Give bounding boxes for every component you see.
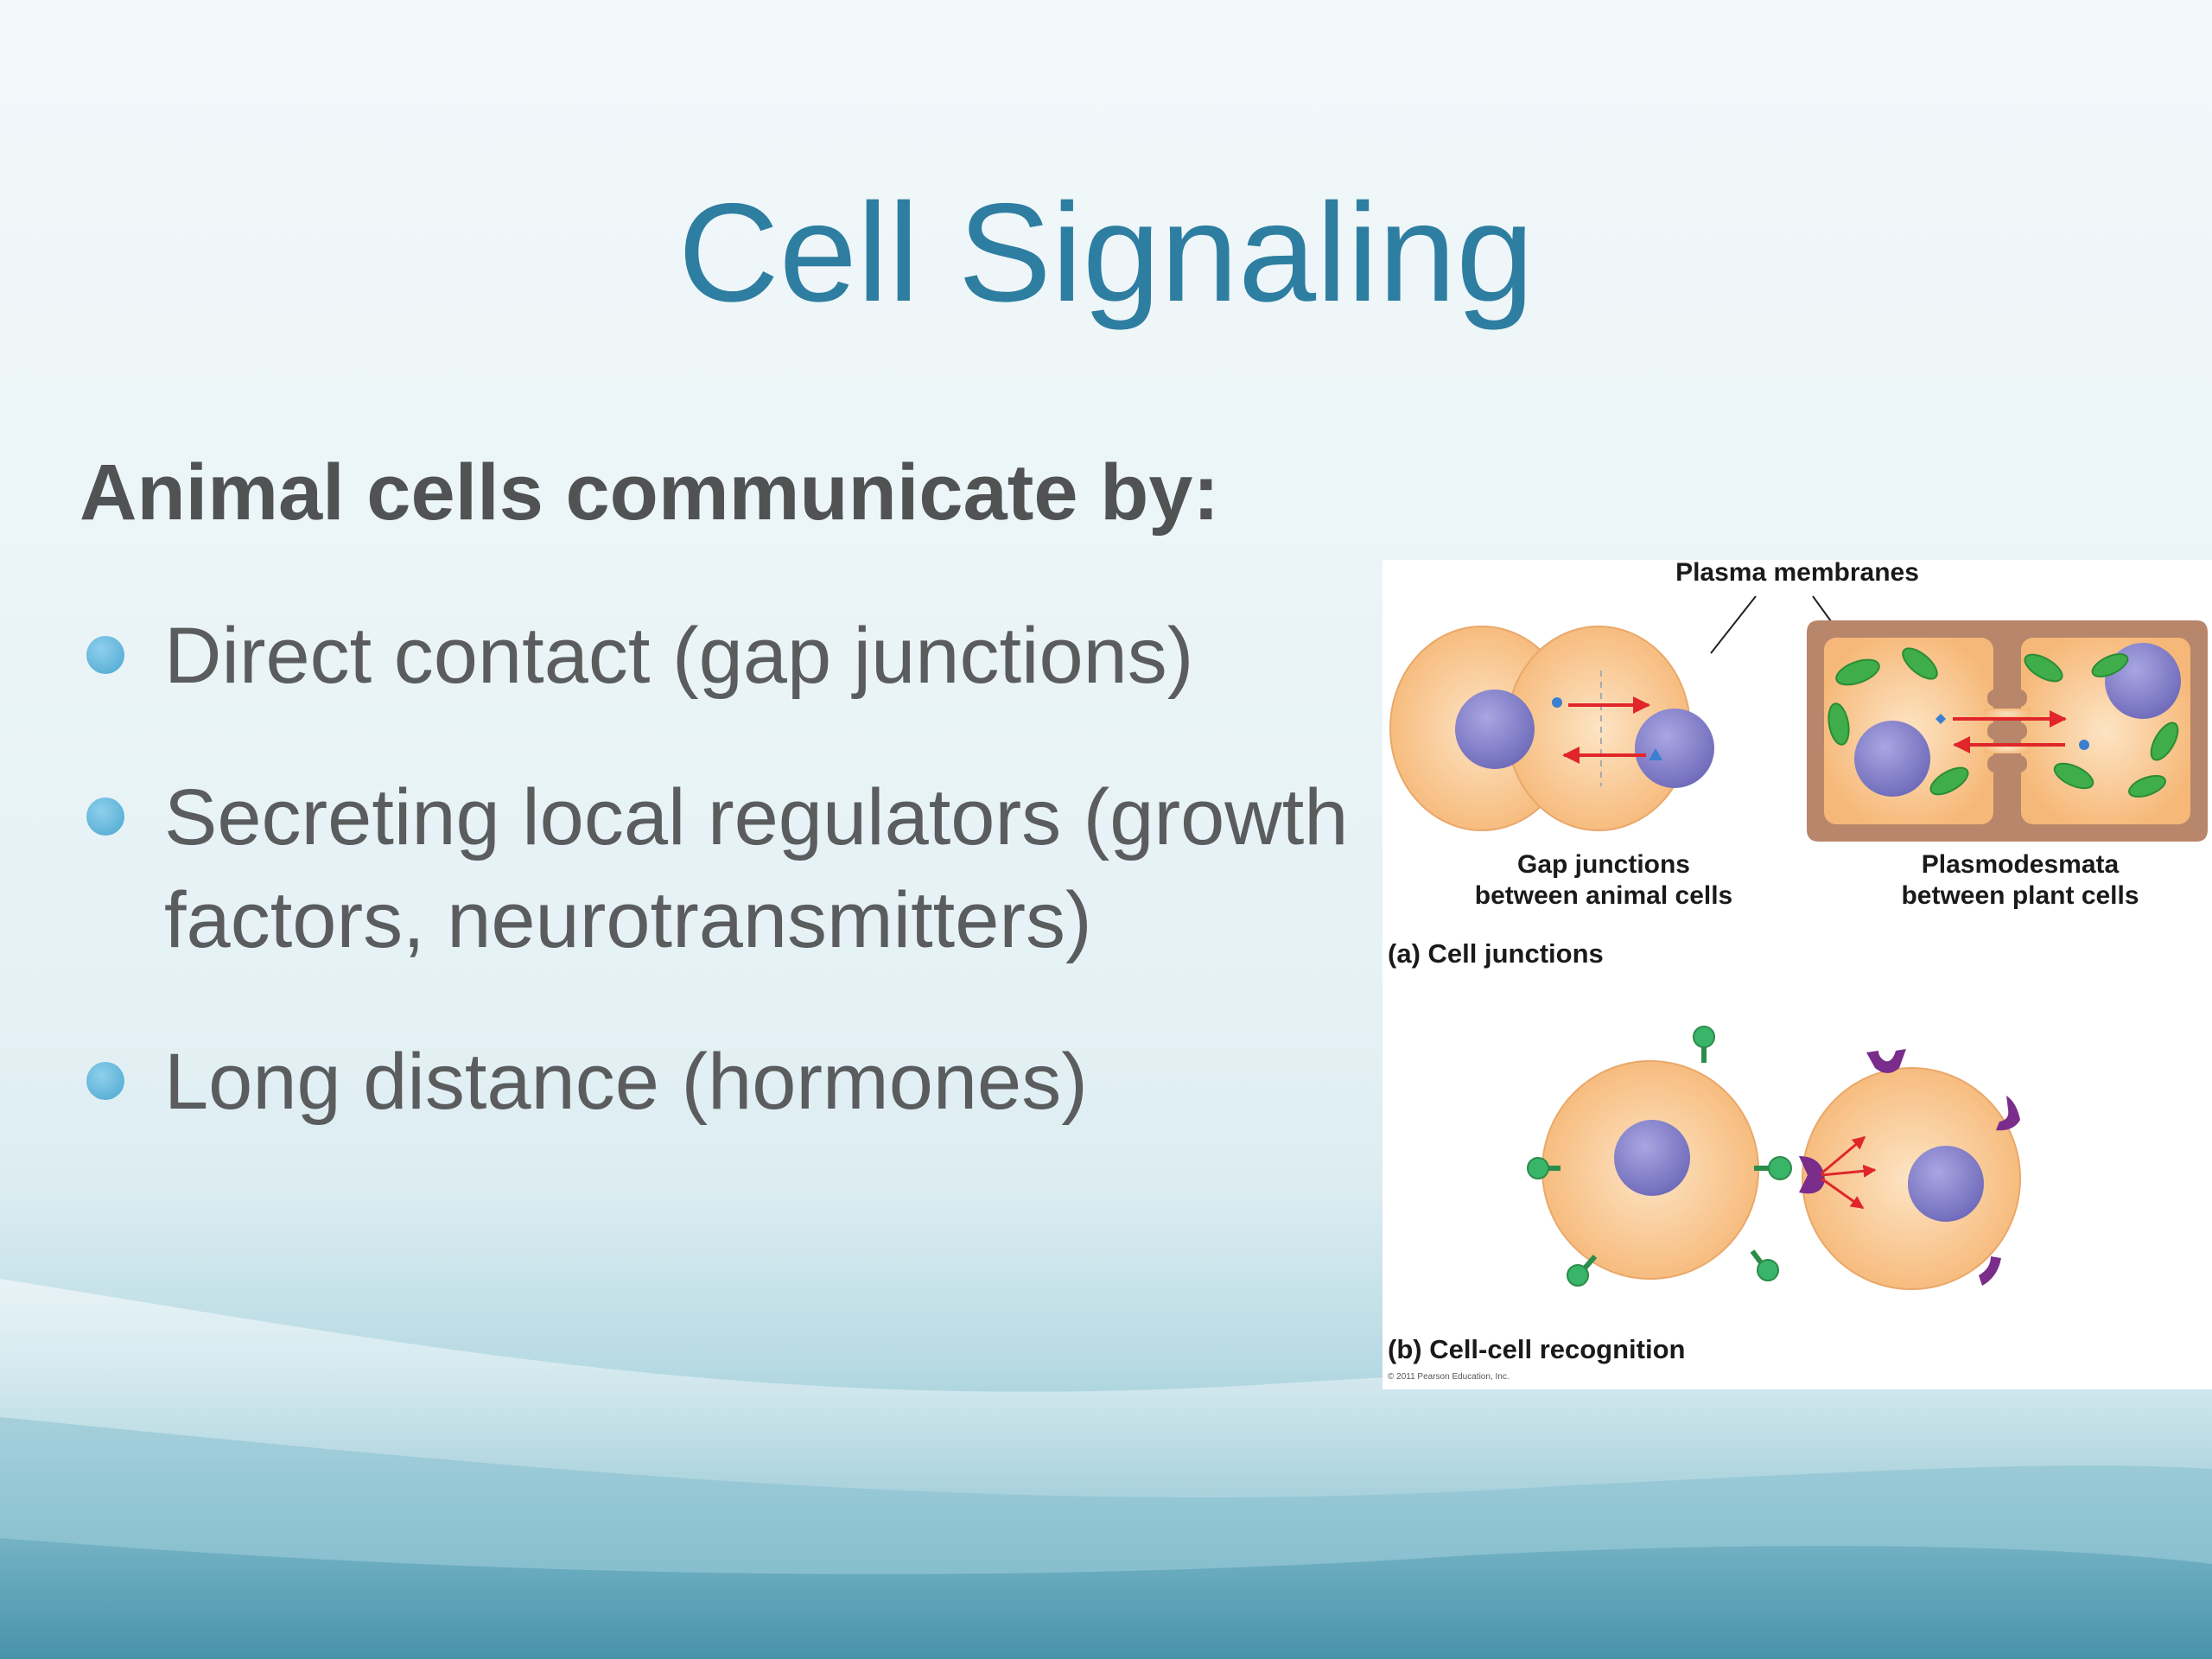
- nucleus-icon: [1908, 1146, 1984, 1222]
- bullet-text: Direct contact (gap junctions): [164, 612, 1194, 700]
- recognition-cells: [1527, 1026, 2021, 1290]
- gap-junctions-label: Gap junctions: [1517, 850, 1690, 879]
- label-leader-lines: [1710, 595, 1757, 654]
- bullet-text: Secreting local regulators (growth facto…: [164, 773, 1349, 964]
- chloroplast-icon: [2150, 721, 2179, 761]
- chloroplast-icon: [1835, 658, 1880, 686]
- bullet-dot-icon: [86, 1062, 124, 1100]
- nucleus-icon: [1455, 690, 1535, 769]
- bullet-list: Direct contact (gap junctions) Secreting…: [79, 605, 1358, 1192]
- receptor-icon: [1799, 1049, 2020, 1286]
- copyright-text: © 2011 Pearson Education, Inc.: [1388, 1372, 1510, 1382]
- chloroplast-icon: [2128, 774, 2166, 798]
- bullet-text: Long distance (hormones): [164, 1038, 1088, 1126]
- bullet-item: Direct contact (gap junctions): [79, 605, 1358, 708]
- animal-cells: [1389, 626, 1714, 831]
- subheading: Animal cells communicate by:: [79, 448, 1220, 537]
- page-title: Cell Signaling: [677, 175, 1535, 331]
- chloroplast-icon: [2091, 653, 2129, 677]
- bullet-item: Secreting local regulators (growth facto…: [79, 766, 1358, 972]
- panel-a-label: (a) Cell junctions: [1388, 938, 1604, 969]
- bullet-item: Long distance (hormones): [79, 1031, 1358, 1134]
- plasmodesmata-label: Plasmodesmata: [1922, 850, 2120, 879]
- nucleus-icon: [1614, 1120, 1690, 1196]
- bullet-dot-icon: [86, 636, 124, 674]
- bullet-dot-icon: [86, 798, 124, 836]
- chloroplast-icon: [1827, 702, 1850, 746]
- plasma-membranes-label: Plasma membranes: [1675, 560, 1919, 587]
- chloroplast-icon: [1929, 766, 1969, 796]
- gap-junctions-label: between animal cells: [1475, 881, 1732, 910]
- plant-cells: [1807, 620, 2208, 842]
- wave-dark: [0, 1538, 2212, 1659]
- cell-signaling-figure: Plasma membranes: [1382, 560, 2212, 1389]
- plasmodesmata-label: between plant cells: [1901, 881, 2139, 910]
- chloroplast-icon: [2024, 653, 2063, 683]
- chloroplast-icon: [2053, 762, 2094, 790]
- panel-b-label: (b) Cell-cell recognition: [1388, 1334, 1685, 1364]
- chloroplast-icon: [1902, 647, 1938, 680]
- nucleus-icon: [1635, 709, 1714, 788]
- nucleus-icon: [1854, 721, 1930, 797]
